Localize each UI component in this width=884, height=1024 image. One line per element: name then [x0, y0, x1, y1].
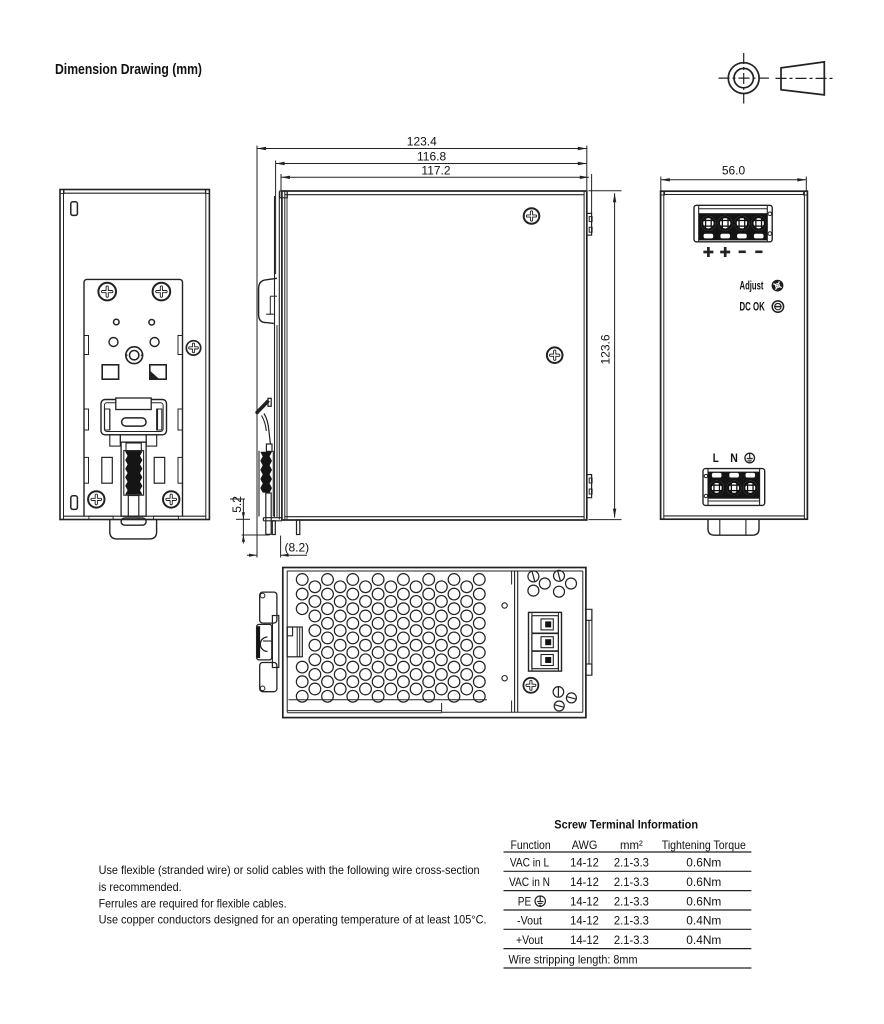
svg-text:14-12: 14-12 — [570, 894, 599, 908]
svg-text:is recommended.: is recommended. — [99, 880, 182, 894]
svg-text:VAC in N: VAC in N — [509, 875, 550, 889]
svg-text:Tightening Torque: Tightening Torque — [662, 838, 746, 852]
svg-text:Use flexible (stranded wire) o: Use flexible (stranded wire) or solid ca… — [99, 863, 480, 877]
svg-text:+Vout: +Vout — [516, 933, 544, 947]
svg-text:Adjust: Adjust — [740, 278, 764, 292]
svg-text:2.1-3.3: 2.1-3.3 — [614, 894, 649, 908]
svg-text:Screw Terminal Information: Screw Terminal Information — [554, 817, 698, 831]
svg-text:14-12: 14-12 — [570, 856, 599, 870]
svg-text:Wire stripping length: 8mm: Wire stripping length: 8mm — [509, 952, 638, 966]
svg-text:56.0: 56.0 — [722, 164, 746, 178]
svg-text:AWG: AWG — [572, 838, 598, 852]
svg-text:N: N — [730, 451, 738, 465]
svg-text:VAC in L: VAC in L — [510, 856, 550, 870]
svg-text:2.1-3.3: 2.1-3.3 — [614, 875, 649, 889]
svg-text:123.4: 123.4 — [407, 134, 437, 148]
svg-text:2.1-3.3: 2.1-3.3 — [614, 856, 649, 870]
svg-text:DC OK: DC OK — [740, 299, 766, 313]
svg-text:123.6: 123.6 — [599, 334, 613, 364]
svg-text:2.1-3.3: 2.1-3.3 — [614, 914, 649, 928]
svg-text:2.1-3.3: 2.1-3.3 — [614, 933, 649, 947]
svg-text:5.2: 5.2 — [230, 496, 244, 513]
svg-text:PE: PE — [518, 894, 532, 908]
svg-text:0.4Nm: 0.4Nm — [686, 914, 721, 928]
svg-text:14-12: 14-12 — [570, 875, 599, 889]
svg-text:-Vout: -Vout — [517, 914, 543, 928]
svg-text:0.6Nm: 0.6Nm — [686, 894, 721, 908]
svg-text:L: L — [713, 451, 719, 465]
svg-text:Dimension Drawing (mm): Dimension Drawing (mm) — [55, 61, 202, 78]
svg-text:0.6Nm: 0.6Nm — [686, 856, 721, 870]
svg-text:0.6Nm: 0.6Nm — [686, 875, 721, 889]
svg-text:14-12: 14-12 — [570, 914, 599, 928]
svg-text:116.8: 116.8 — [417, 150, 446, 164]
svg-text:(8.2): (8.2) — [285, 540, 310, 554]
svg-text:117.2: 117.2 — [421, 164, 450, 178]
svg-text:Ferrules are required for flex: Ferrules are required for flexible cable… — [99, 896, 287, 910]
svg-text:Use copper conductors designed: Use copper conductors designed for an op… — [99, 913, 487, 927]
svg-text:14-12: 14-12 — [570, 933, 599, 947]
svg-text:Function: Function — [510, 838, 550, 852]
svg-text:0.4Nm: 0.4Nm — [686, 933, 721, 947]
svg-text:mm²: mm² — [620, 838, 643, 852]
